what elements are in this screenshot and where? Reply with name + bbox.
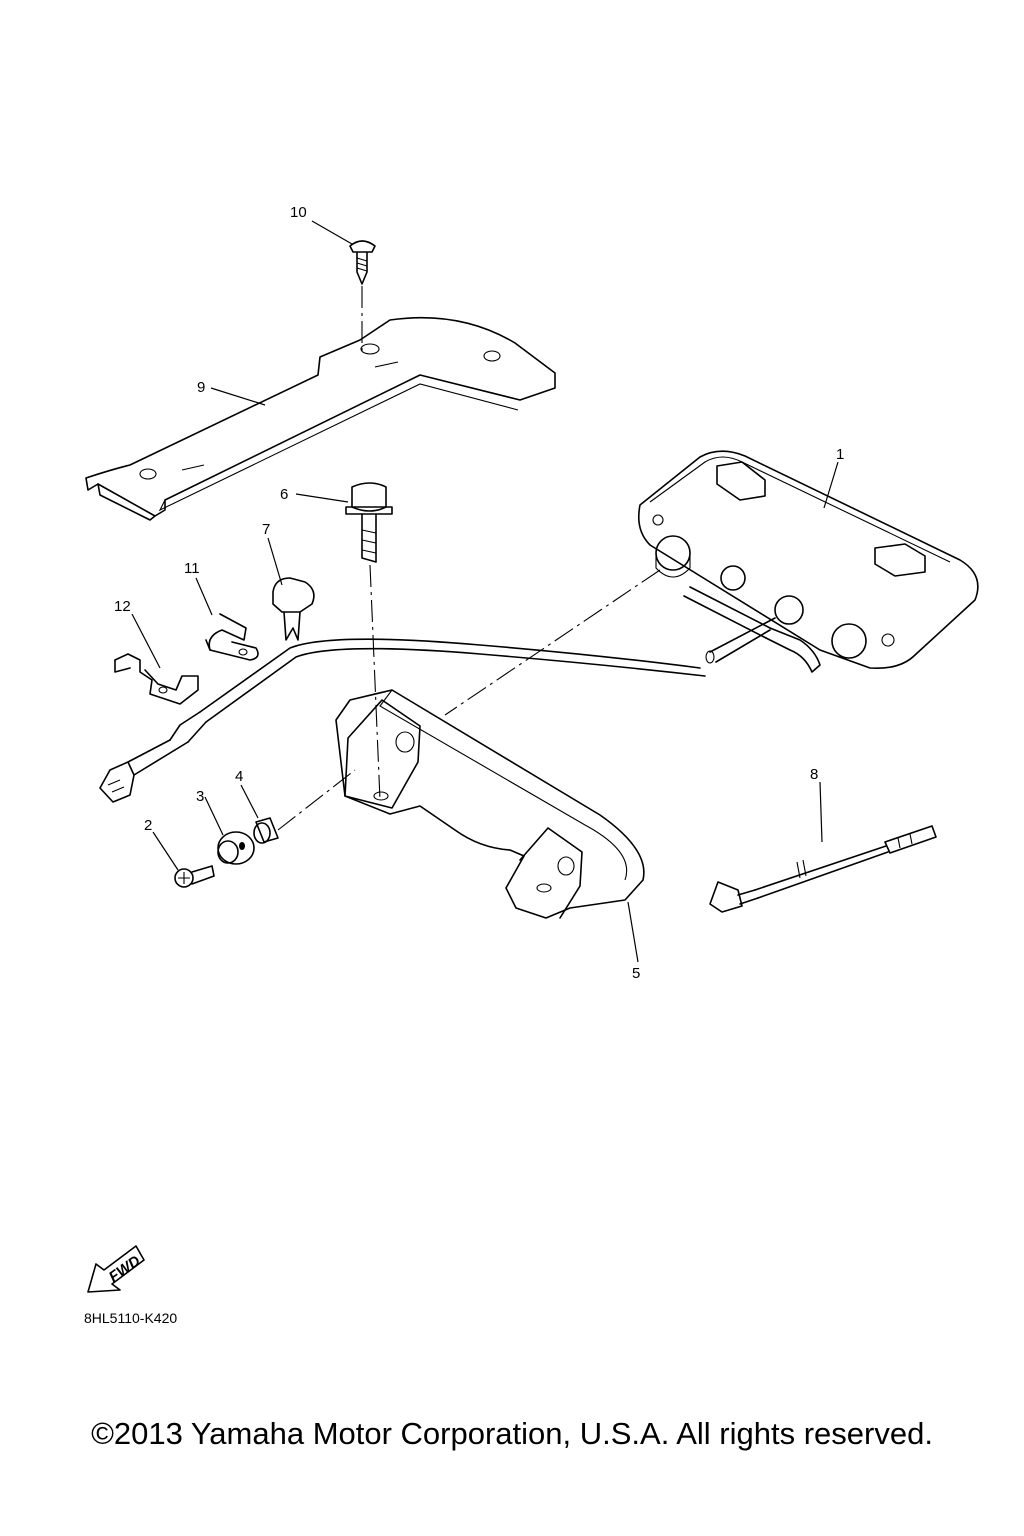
- fwd-label: FWD: [106, 1252, 144, 1286]
- drawing-code: 8HL5110-K420: [84, 1310, 178, 1326]
- part-5-housing: [335, 689, 645, 919]
- part-11-clamp: [205, 613, 259, 661]
- part-9-bracket: [85, 316, 556, 521]
- callout-5: 5: [632, 965, 640, 982]
- callouts: 1 2 3 4 5 6 7 8 9 10 11 12: [114, 204, 844, 982]
- callout-8: 8: [810, 766, 818, 783]
- callout-11: 11: [184, 560, 200, 577]
- part-8-harness: [709, 825, 937, 913]
- part-6-bolt: [345, 482, 393, 563]
- fwd-arrow-icon: FWD: [87, 1245, 145, 1293]
- callout-1: 1: [836, 446, 844, 463]
- assembly-center-lines: [277, 286, 661, 831]
- callout-12: 12: [114, 598, 131, 615]
- callout-3: 3: [196, 788, 204, 805]
- callout-7: 7: [262, 521, 270, 538]
- callout-10: 10: [290, 204, 307, 221]
- callout-6: 6: [280, 486, 288, 503]
- copyright-notice: ©2013 Yamaha Motor Corporation, U.S.A. A…: [91, 1416, 933, 1451]
- part-12-bracket: [114, 653, 199, 705]
- part-10-screw: [349, 240, 376, 285]
- callout-4: 4: [235, 768, 243, 785]
- part-4-collar: [253, 817, 279, 844]
- part-1-tail-light: [637, 450, 979, 673]
- part-7-clip: [272, 577, 315, 641]
- leader-lines: [131, 220, 839, 963]
- harness-wire: [99, 638, 706, 803]
- callout-2: 2: [144, 817, 152, 834]
- part-3-grommet: [217, 831, 255, 865]
- part-2-screw: [174, 865, 215, 888]
- callout-9: 9: [197, 379, 205, 396]
